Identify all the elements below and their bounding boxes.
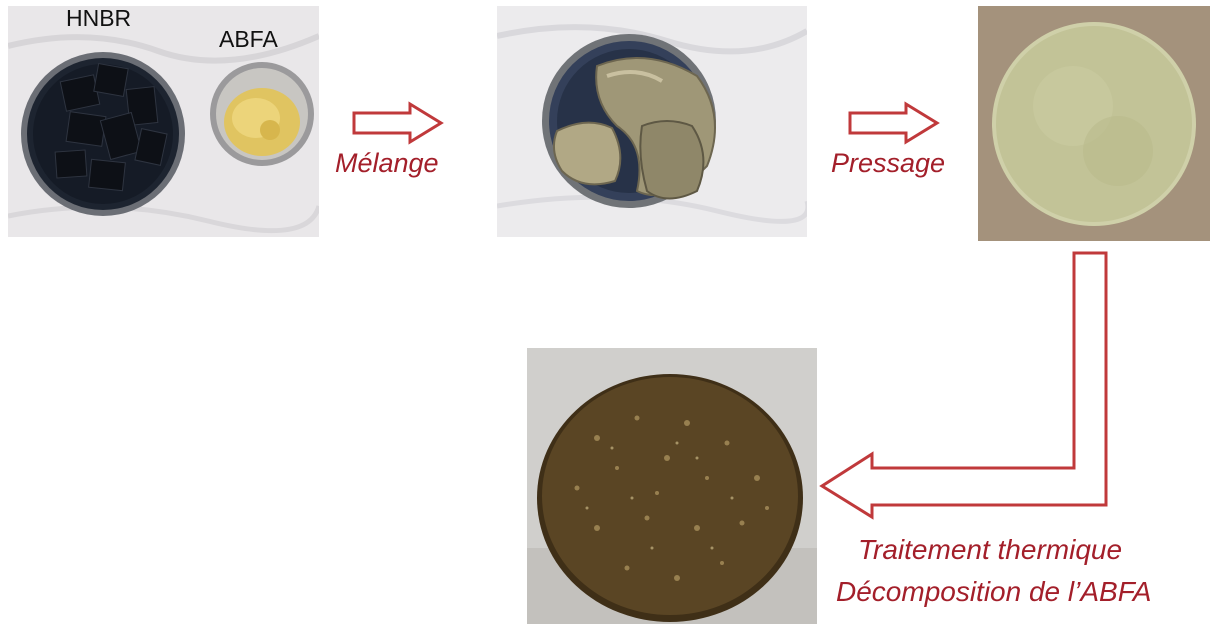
hnbr-label: HNBR bbox=[66, 7, 131, 30]
mixture-photo-image bbox=[497, 6, 807, 237]
foam-disc-photo-image bbox=[527, 348, 817, 624]
mixing-label: Mélange bbox=[335, 150, 439, 177]
abfa-label: ABFA bbox=[219, 28, 278, 51]
pressing-label: Pressage bbox=[831, 150, 945, 177]
pressed-disc-photo-image bbox=[978, 6, 1210, 241]
pressed-disc-photo bbox=[978, 6, 1210, 241]
foam-disc-photo bbox=[527, 348, 817, 624]
mixture-photo bbox=[497, 6, 807, 237]
abfa-decomposition-label: Décomposition de l’ABFA bbox=[836, 578, 1151, 606]
thermal-treatment-arrow bbox=[818, 251, 1110, 521]
pressing-arrow bbox=[848, 102, 940, 144]
mixing-arrow bbox=[352, 102, 444, 144]
thermal-treatment-label: Traitement thermique bbox=[858, 536, 1122, 564]
